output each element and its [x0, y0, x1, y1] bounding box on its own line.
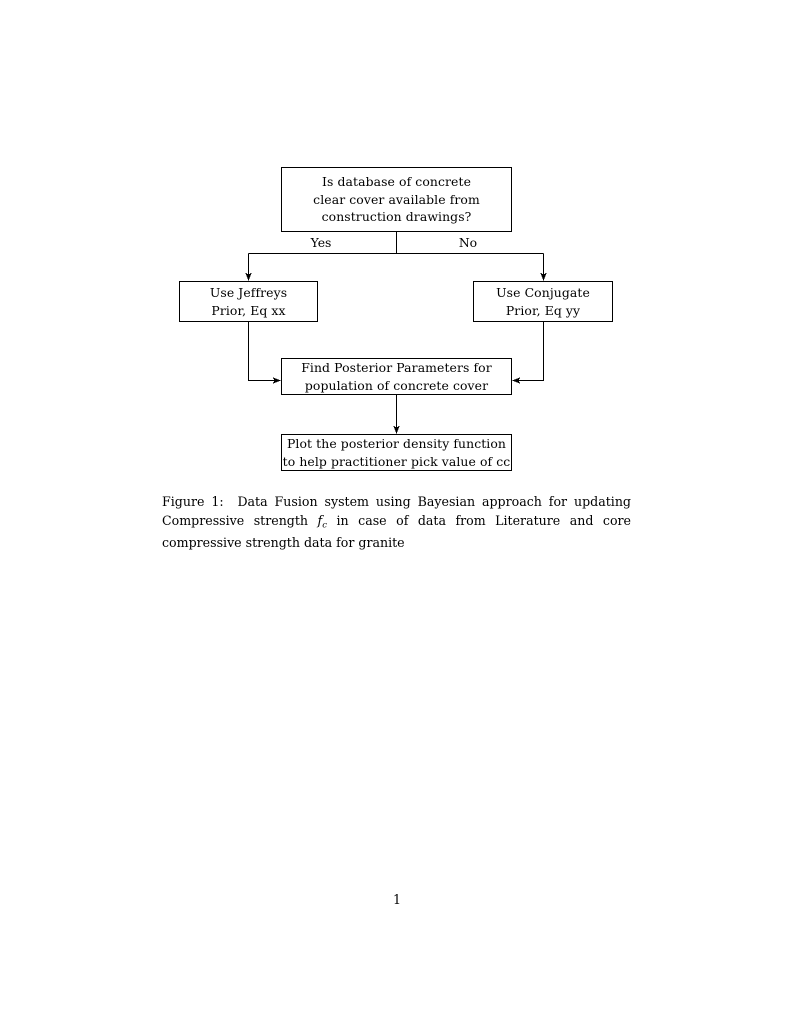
edge-conjugate-to-posterior: [518, 322, 544, 381]
figure-caption-math-subscript: c: [322, 520, 328, 531]
edge-label-no: No: [458, 235, 478, 250]
figure-caption-text-part2: in case of data from Literature and core…: [162, 513, 631, 550]
figure-caption-space-2: [327, 513, 337, 528]
flowchart-connectors: [245, 232, 547, 434]
node-question-line-3: construction drawings?: [321, 209, 472, 225]
node-conjugate-line-1: Use Conjugate: [496, 284, 590, 300]
node-question-line-2: clear cover available from: [313, 191, 480, 207]
arrowhead-no-down: [540, 272, 547, 281]
node-question-line-1: Is database of concrete: [322, 174, 471, 190]
node-plot-line-2: to help practitioner pick value of cc: [282, 453, 511, 469]
figure-flowchart: Is database of concrete clear cover avai…: [0, 0, 794, 500]
node-conjugate-line-2: Prior, Eq yy: [505, 302, 581, 318]
flowchart-node-conjugate-prior[interactable]: Use Conjugate Prior, Eq yy: [473, 281, 613, 322]
figure-caption: Figure 1: Data Fusion system using Bayes…: [162, 492, 631, 552]
flowchart-node-question[interactable]: Is database of concrete clear cover avai…: [281, 167, 512, 232]
figure-caption-space-1: [308, 513, 318, 528]
node-posterior-line-2: population of concrete cover: [304, 377, 489, 393]
node-plot-line-1: Plot the posterior density function: [286, 435, 507, 451]
node-posterior-line-1: Find Posterior Parameters for: [301, 359, 492, 375]
arrowhead-into-posterior-right: [512, 377, 521, 384]
figure-caption-math-base: f: [317, 513, 323, 529]
node-jeffreys-line-2: Prior, Eq xx: [211, 302, 286, 318]
flowchart-node-find-posterior[interactable]: Find Posterior Parameters for population…: [281, 358, 512, 395]
edge-label-yes: Yes: [310, 235, 332, 250]
arrowhead-yes-down: [245, 272, 252, 281]
figure-caption-math-fc: fc: [317, 513, 328, 531]
flowchart-node-plot-density[interactable]: Plot the posterior density function to h…: [281, 434, 512, 471]
figure-caption-gap: [224, 494, 238, 509]
figure-caption-text-part1: Data Fusion system using Bayesian approa…: [162, 494, 631, 529]
node-jeffreys-line-1: Use Jeffreys: [209, 284, 288, 300]
page-number: 1: [392, 892, 401, 907]
arrowhead-into-posterior-left: [272, 377, 281, 384]
figure-caption-label: Figure 1:: [162, 494, 224, 509]
arrowhead-into-plot: [393, 425, 400, 434]
flowchart-node-jeffreys-prior[interactable]: Use Jeffreys Prior, Eq xx: [179, 281, 318, 322]
edge-jeffreys-to-posterior: [248, 322, 275, 381]
